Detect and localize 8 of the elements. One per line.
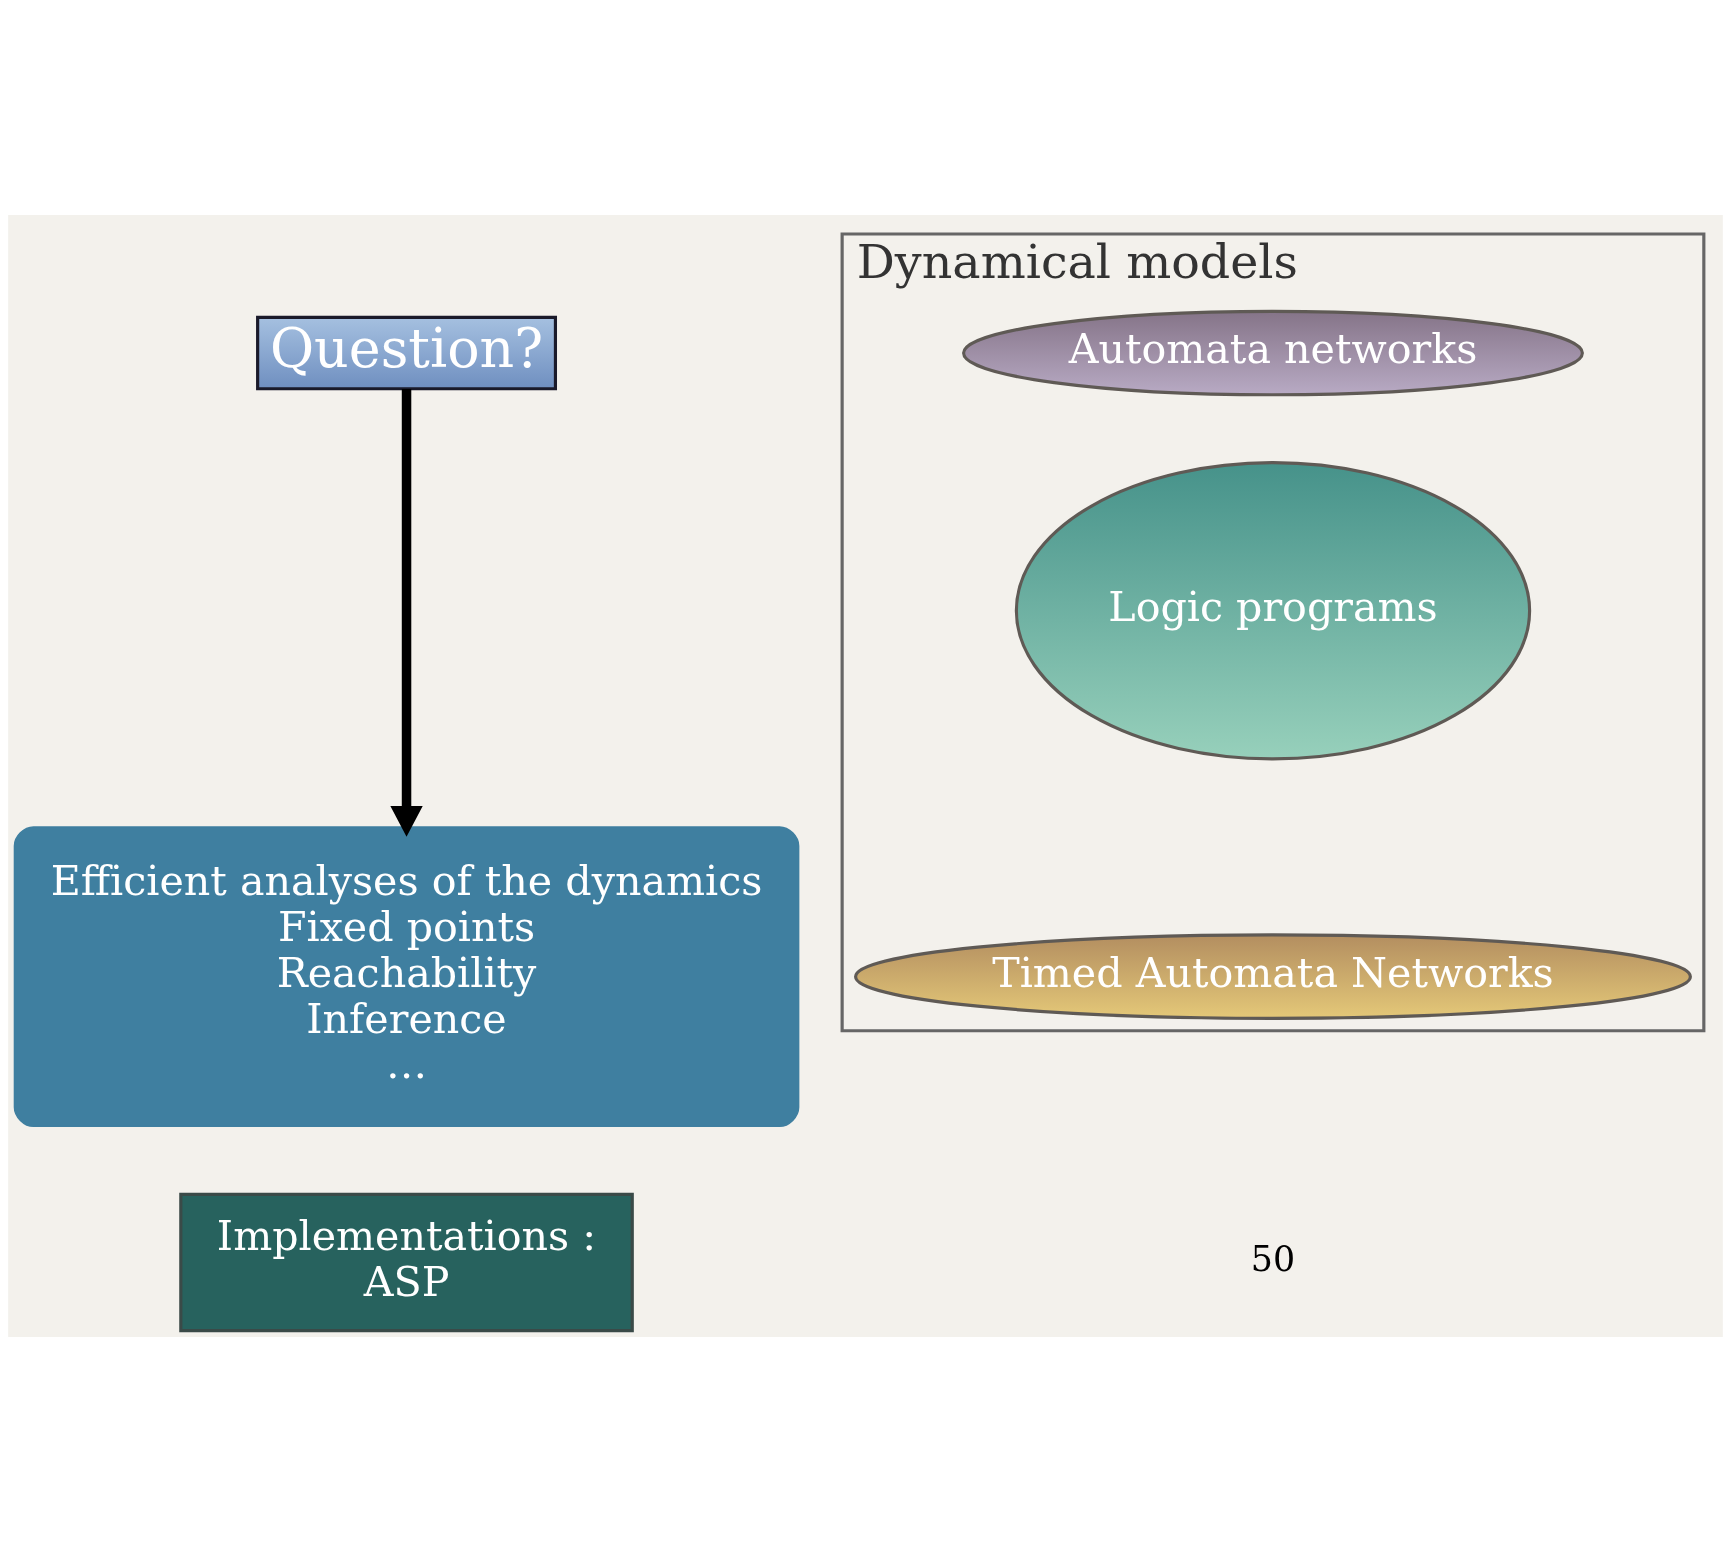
- label: 50: [1250, 1238, 1296, 1279]
- node-box: Implementations : ASP: [179, 1192, 634, 1332]
- node-ellipse: Logic programs: [1014, 460, 1532, 760]
- node-box: Efficient analyses of the dynamics Fixed points Reachability Inference …: [13, 825, 800, 1127]
- node-ellipse: Timed Automata Networks: [854, 932, 1692, 1020]
- arrow: [390, 388, 423, 837]
- node-ellipse: Automata networks: [962, 309, 1584, 396]
- node-box: Question?: [256, 315, 557, 390]
